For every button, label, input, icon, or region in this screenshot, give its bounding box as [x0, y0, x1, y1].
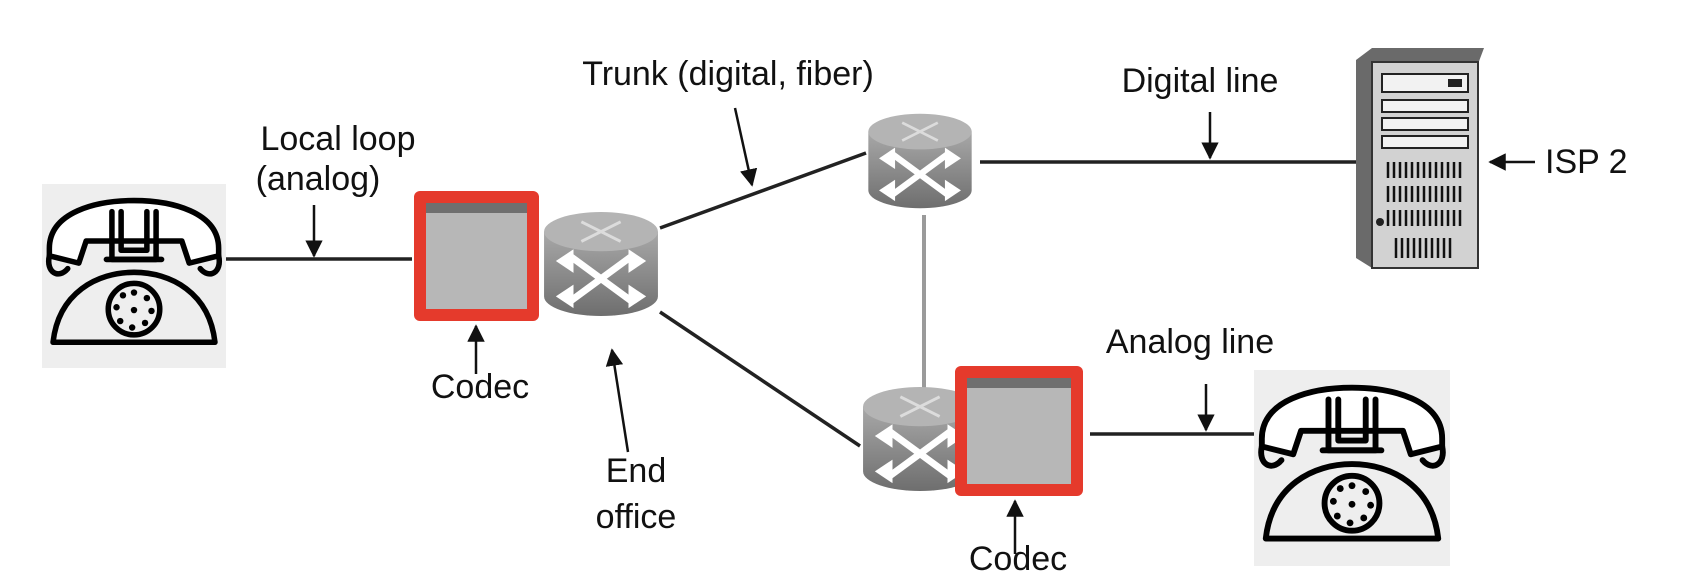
codec-right-label: Codec — [969, 540, 1067, 578]
toll-switch-upper-icon — [868, 114, 971, 208]
codec-left-label: Codec — [431, 368, 529, 406]
trunk-line — [659, 151, 867, 230]
end-office-sublabel: office — [596, 498, 677, 536]
end-office-lower-link — [659, 310, 861, 448]
digital-line-label: Digital line — [1122, 62, 1279, 100]
trunk-arrow — [733, 107, 758, 187]
codec-box-right-icon — [955, 366, 1083, 496]
codec-box-left-icon — [414, 191, 539, 321]
telephone-left-icon — [42, 184, 226, 368]
telephone-right-icon — [1254, 370, 1450, 566]
local-loop-sublabel: (analog) — [256, 160, 381, 198]
isp-label: ISP 2 — [1545, 143, 1628, 181]
analog-line-label: Analog line — [1106, 323, 1274, 361]
end-office-arrow — [605, 348, 630, 453]
local-loop-label: Local loop — [260, 120, 415, 158]
isp-server-icon — [1356, 48, 1484, 269]
trunk-label: Trunk (digital, fiber) — [582, 55, 874, 93]
end-office-switch-icon — [544, 212, 658, 316]
end-office-label: End — [606, 452, 667, 490]
